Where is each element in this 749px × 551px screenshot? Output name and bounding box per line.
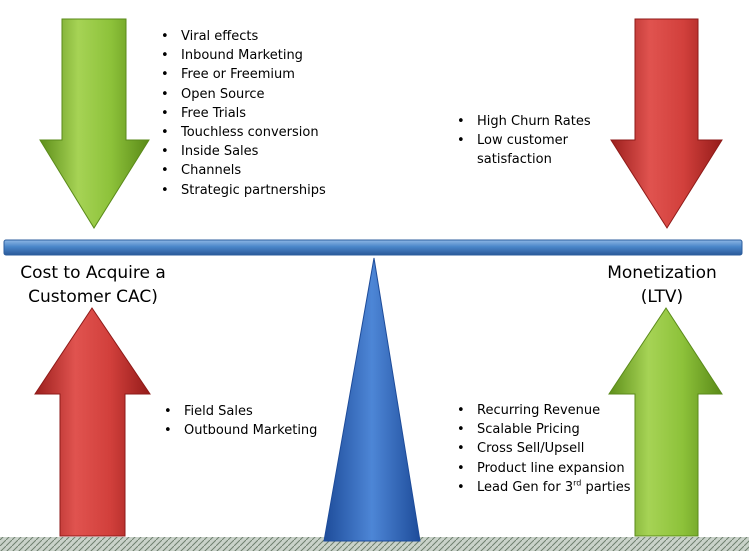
list-item: Cross Sell/Upsell: [457, 439, 631, 458]
list-item: Outbound Marketing: [164, 421, 317, 440]
cac-label: Cost to Acquire a Customer CAC): [6, 261, 180, 309]
fulcrum-triangle: [323, 257, 421, 542]
green-up-arrow-right: [608, 307, 723, 537]
list-item: Viral effects: [161, 27, 326, 46]
ltv-increasers-list: Recurring Revenue Scalable Pricing Cross…: [457, 401, 631, 497]
list-item: Lead Gen for 3rd parties: [457, 478, 631, 497]
list-item: Open Source: [161, 85, 326, 104]
cac-label-line1: Cost to Acquire a: [20, 263, 166, 283]
cac-increasers-list: Field Sales Outbound Marketing: [164, 402, 317, 441]
list-item: Recurring Revenue: [457, 401, 631, 420]
ltv-label-line2: (LTV): [640, 287, 684, 307]
list-item: Inside Sales: [161, 142, 326, 161]
list-item: Strategic partnerships: [161, 181, 326, 200]
list-item: Inbound Marketing: [161, 46, 326, 65]
red-down-arrow-right: [610, 18, 723, 229]
red-up-arrow-left: [34, 307, 151, 537]
list-item: High Churn Rates: [457, 112, 591, 131]
list-item: Scalable Pricing: [457, 420, 631, 439]
ltv-reducers-list: High Churn Rates Low customer satisfacti…: [457, 112, 591, 170]
ground-strip: [0, 537, 749, 551]
list-item-continuation: satisfaction: [477, 152, 552, 168]
balance-beam: [3, 239, 743, 256]
ltv-label: Monetization (LTV): [588, 261, 736, 309]
superscript: rd: [573, 478, 582, 488]
list-item: Low customer: [457, 131, 591, 150]
list-item: Free Trials: [161, 104, 326, 123]
list-item: Field Sales: [164, 402, 317, 421]
list-item-text-end: parties: [581, 479, 631, 495]
list-item: Free or Freemium: [161, 65, 326, 84]
cac-reducers-list: Viral effects Inbound Marketing Free or …: [161, 27, 326, 200]
list-item: Product line expansion: [457, 459, 631, 478]
green-down-arrow-left: [39, 18, 150, 229]
list-item: Touchless conversion: [161, 123, 326, 142]
cac-label-line2: Customer CAC): [28, 287, 158, 307]
list-item-text: Lead Gen for 3: [477, 479, 574, 495]
list-item: Channels: [161, 161, 326, 180]
ltv-label-line1: Monetization: [607, 263, 717, 283]
